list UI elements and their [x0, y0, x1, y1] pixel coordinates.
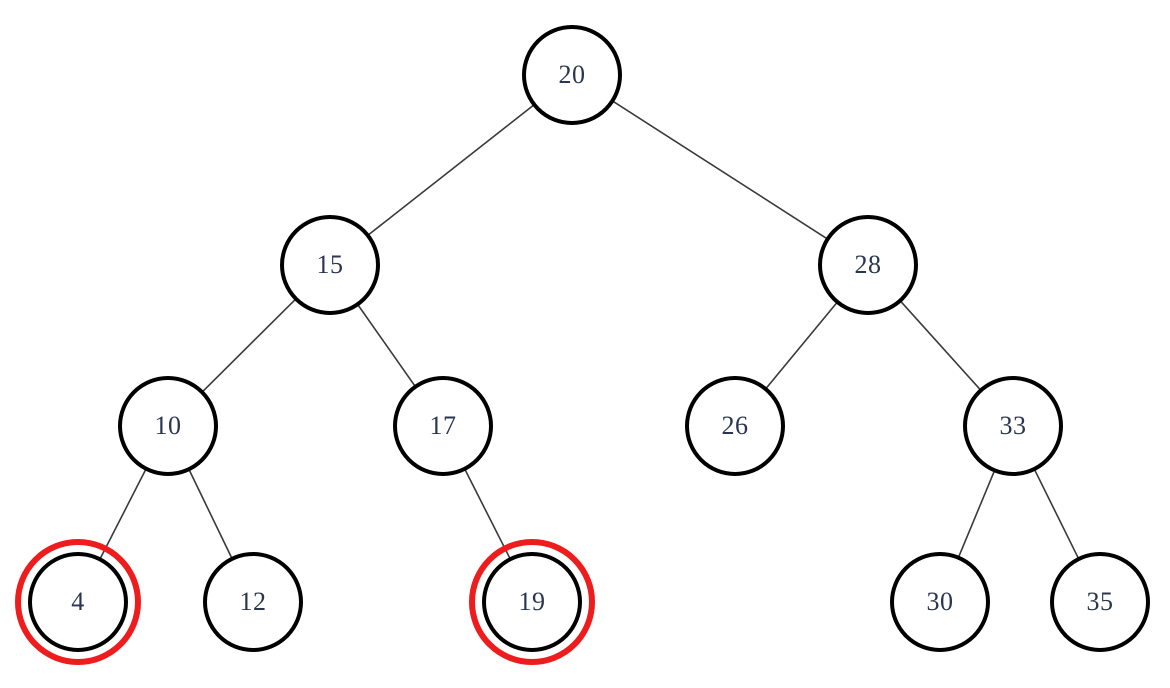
- tree-node-30[interactable]: 30: [890, 552, 990, 652]
- tree-node-label: 28: [854, 250, 882, 279]
- tree-edge: [188, 469, 233, 559]
- tree-edge: [367, 104, 535, 236]
- tree-node-label: 17: [429, 411, 457, 440]
- tree-node-26[interactable]: 26: [685, 376, 785, 476]
- tree-node-label: 15: [316, 250, 344, 279]
- tree-node-17[interactable]: 17: [393, 376, 493, 476]
- tree-node-20[interactable]: 20: [522, 25, 622, 125]
- tree-node-label: 4: [71, 587, 85, 616]
- tree-node-12[interactable]: 12: [203, 552, 303, 652]
- tree-node-label: 10: [154, 411, 182, 440]
- tree-edge: [201, 298, 297, 393]
- tree-node-label: 33: [999, 411, 1027, 440]
- tree-node-33[interactable]: 33: [963, 376, 1063, 476]
- tree-node-10[interactable]: 10: [118, 376, 218, 476]
- tree-node-4[interactable]: 4: [28, 552, 128, 652]
- tree-node-label: 30: [926, 587, 954, 616]
- tree-edge: [612, 100, 828, 240]
- tree-node-15[interactable]: 15: [280, 215, 380, 315]
- tree-edge: [357, 304, 416, 387]
- tree-edge: [957, 470, 996, 558]
- tree-node-19[interactable]: 19: [482, 552, 582, 652]
- tree-node-28[interactable]: 28: [818, 215, 918, 315]
- tree-node-label: 19: [518, 587, 546, 616]
- tree-node-label: 12: [239, 587, 267, 616]
- tree-node-35[interactable]: 35: [1050, 552, 1150, 652]
- tree-node-label: 26: [721, 411, 749, 440]
- tree-node-label: 35: [1086, 587, 1114, 616]
- tree-edge: [899, 300, 982, 391]
- tree-node-label: 20: [558, 60, 586, 89]
- tree-edge: [1033, 469, 1080, 559]
- tree-edge: [765, 301, 838, 390]
